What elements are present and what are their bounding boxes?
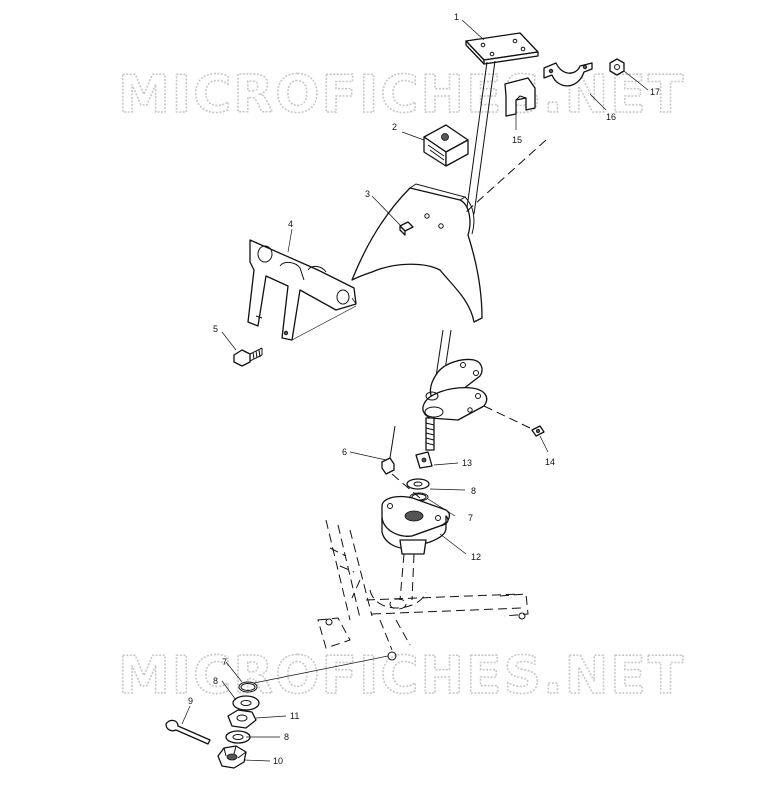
callout-12: 12 bbox=[471, 552, 481, 562]
callout-8-middle: 8 bbox=[213, 676, 218, 686]
callout-14: 14 bbox=[545, 457, 555, 467]
callout-1: 1 bbox=[454, 12, 459, 22]
post-lower-plates bbox=[422, 358, 488, 421]
watermark-top: MICROFICHES.NET bbox=[118, 65, 685, 125]
callout-16: 16 bbox=[606, 112, 616, 122]
clip-alignment-dash bbox=[483, 405, 531, 429]
watermark-bottom: MICROFICHES.NET bbox=[118, 646, 685, 706]
vehicle-frame-outline bbox=[317, 519, 529, 661]
cotter-pin-part-9 bbox=[165, 719, 211, 745]
washer-lower-1 bbox=[232, 695, 260, 711]
threaded-shaft bbox=[425, 417, 435, 451]
bolt-part-5 bbox=[233, 347, 263, 367]
lower-link-line bbox=[253, 655, 389, 684]
pin-part-6 bbox=[381, 425, 396, 475]
bracket-link-line bbox=[351, 297, 357, 305]
callout-5: 5 bbox=[213, 324, 218, 334]
screw-part-3 bbox=[399, 221, 414, 236]
callout-11: 11 bbox=[290, 711, 299, 721]
callout-15: 15 bbox=[512, 135, 522, 145]
callout-8-lower: 8 bbox=[284, 732, 289, 742]
bearing-block-part-12 bbox=[381, 495, 451, 555]
clamp-strap-part-16 bbox=[543, 62, 593, 87]
bracket-mount-line bbox=[291, 305, 357, 341]
o-ring-lower bbox=[238, 681, 258, 693]
nut-part-11 bbox=[227, 709, 257, 729]
callout-labels: 1 2 3 4 5 6 7 7 8 8 8 9 10 11 12 13 14 1… bbox=[188, 12, 660, 766]
callout-2: 2 bbox=[392, 122, 397, 132]
strap-alignment-dash bbox=[465, 139, 547, 213]
nut-part-17 bbox=[609, 58, 625, 76]
clip-part-14 bbox=[531, 425, 545, 437]
bracket-part-4 bbox=[247, 239, 357, 341]
callout-8-upper: 8 bbox=[471, 486, 476, 496]
callout-13: 13 bbox=[462, 458, 472, 468]
leader-lines bbox=[181, 19, 649, 762]
callout-9: 9 bbox=[188, 696, 193, 706]
post-gusset-bracket bbox=[351, 183, 483, 323]
clamp-block-part-15 bbox=[504, 77, 536, 117]
callout-6: 6 bbox=[342, 447, 347, 457]
rubber-block-part-2 bbox=[423, 124, 469, 167]
callout-3: 3 bbox=[365, 189, 370, 199]
callout-17: 17 bbox=[650, 87, 660, 97]
castle-nut-part-10 bbox=[217, 745, 247, 769]
cotter-pin-part-13 bbox=[415, 451, 433, 469]
callout-10: 10 bbox=[273, 756, 283, 766]
callout-4: 4 bbox=[288, 219, 293, 229]
callout-7-upper: 7 bbox=[468, 513, 473, 523]
callout-7-lower: 7 bbox=[222, 657, 227, 667]
washer-upper bbox=[406, 478, 430, 490]
